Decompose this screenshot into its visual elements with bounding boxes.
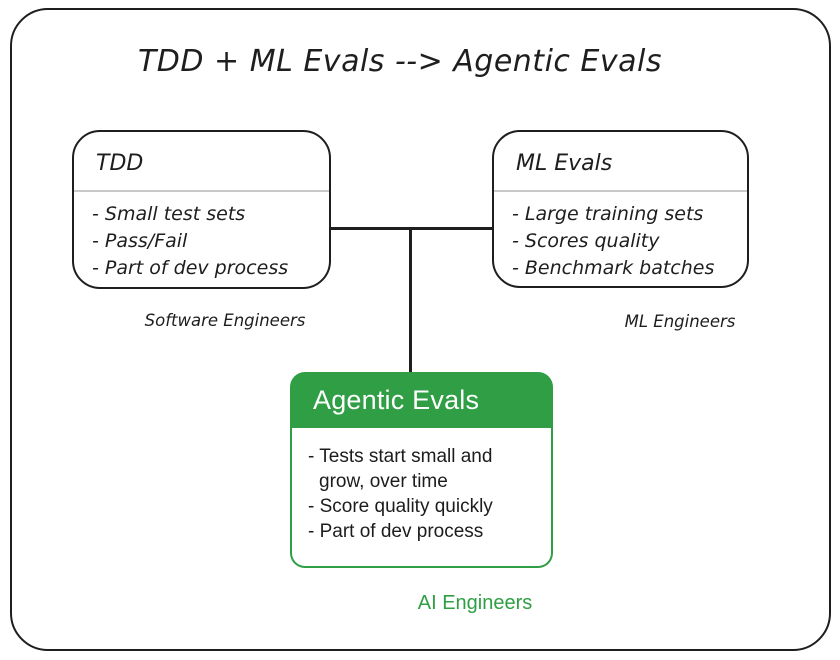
ml-evals-box: ML Evals - Large training sets - Scores … <box>492 130 749 288</box>
agentic-evals-box-items: - Tests start small and grow, over time … <box>290 428 553 568</box>
agentic-item: - Part of dev process <box>308 521 484 542</box>
tdd-caption: Software Engineers <box>144 311 306 330</box>
agentic-item: - Tests start small and grow, over time <box>308 446 493 492</box>
tdd-box: TDD - Small test sets - Pass/Fail - Part… <box>72 130 331 289</box>
ml-evals-box-items: - Large training sets - Scores quality -… <box>494 192 747 282</box>
agentic-evals-box-header: Agentic Evals <box>290 372 553 428</box>
tdd-box-divider <box>74 190 329 192</box>
ml-evals-box-title: ML Evals <box>516 150 613 176</box>
tdd-box-items: - Small test sets - Pass/Fail - Part of … <box>74 192 329 282</box>
agentic-evals-box: Agentic Evals - Tests start small and gr… <box>290 372 553 568</box>
ai-engineers-caption: AI Engineers <box>417 592 533 614</box>
agentic-item: - Score quality quickly <box>308 496 493 517</box>
ml-evals-item: - Scores quality <box>512 230 660 252</box>
tdd-item: - Pass/Fail <box>92 230 188 252</box>
outer-frame <box>10 8 831 651</box>
tdd-item: - Part of dev process <box>92 257 289 279</box>
ml-evals-item: - Large training sets <box>512 203 704 225</box>
diagram-title: TDD + ML Evals --> Agentic Evals <box>137 44 662 79</box>
connector-vertical-line <box>409 227 412 374</box>
ml-evals-item: - Benchmark batches <box>512 257 715 279</box>
ml-engineers-caption: ML Engineers <box>624 312 736 331</box>
ml-evals-box-divider <box>494 190 747 192</box>
tdd-box-title: TDD <box>96 150 144 176</box>
tdd-item: - Small test sets <box>92 203 246 225</box>
